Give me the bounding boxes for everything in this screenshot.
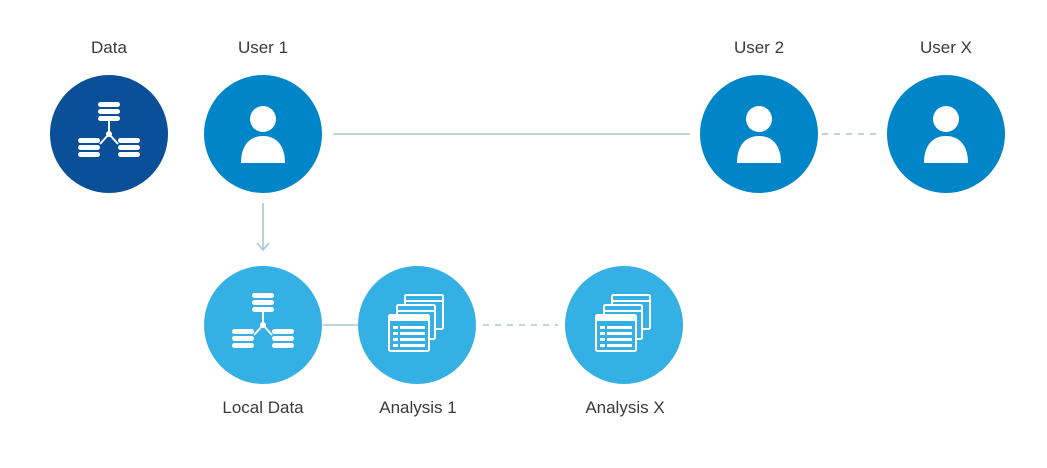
node-user-2 [700, 75, 818, 193]
node-label-user-1: User 1 [237, 38, 289, 57]
user-icon [737, 106, 781, 163]
node-label-user-2: User 2 [733, 38, 785, 57]
node-label-user-x: User X [920, 38, 972, 57]
node-analysis-x [565, 266, 683, 384]
node-user-1 [204, 75, 322, 193]
node-user-x [887, 75, 1005, 193]
node-label-analysis-1: Analysis 1 [379, 398, 457, 417]
stacked-windows-icon [388, 294, 444, 352]
node-label-local-data: Local Data [222, 398, 304, 417]
node-local-data [204, 266, 322, 384]
database-network-icon [232, 293, 294, 348]
node-label-data: Data [91, 38, 127, 57]
user-icon [924, 106, 968, 163]
database-network-icon [78, 102, 140, 157]
node-analysis-1 [358, 266, 476, 384]
arrowhead-down [256, 242, 270, 252]
user-icon [241, 106, 285, 163]
node-label-analysis-x: Analysis X [585, 398, 665, 417]
stacked-windows-icon [595, 294, 651, 352]
node-data [50, 75, 168, 193]
